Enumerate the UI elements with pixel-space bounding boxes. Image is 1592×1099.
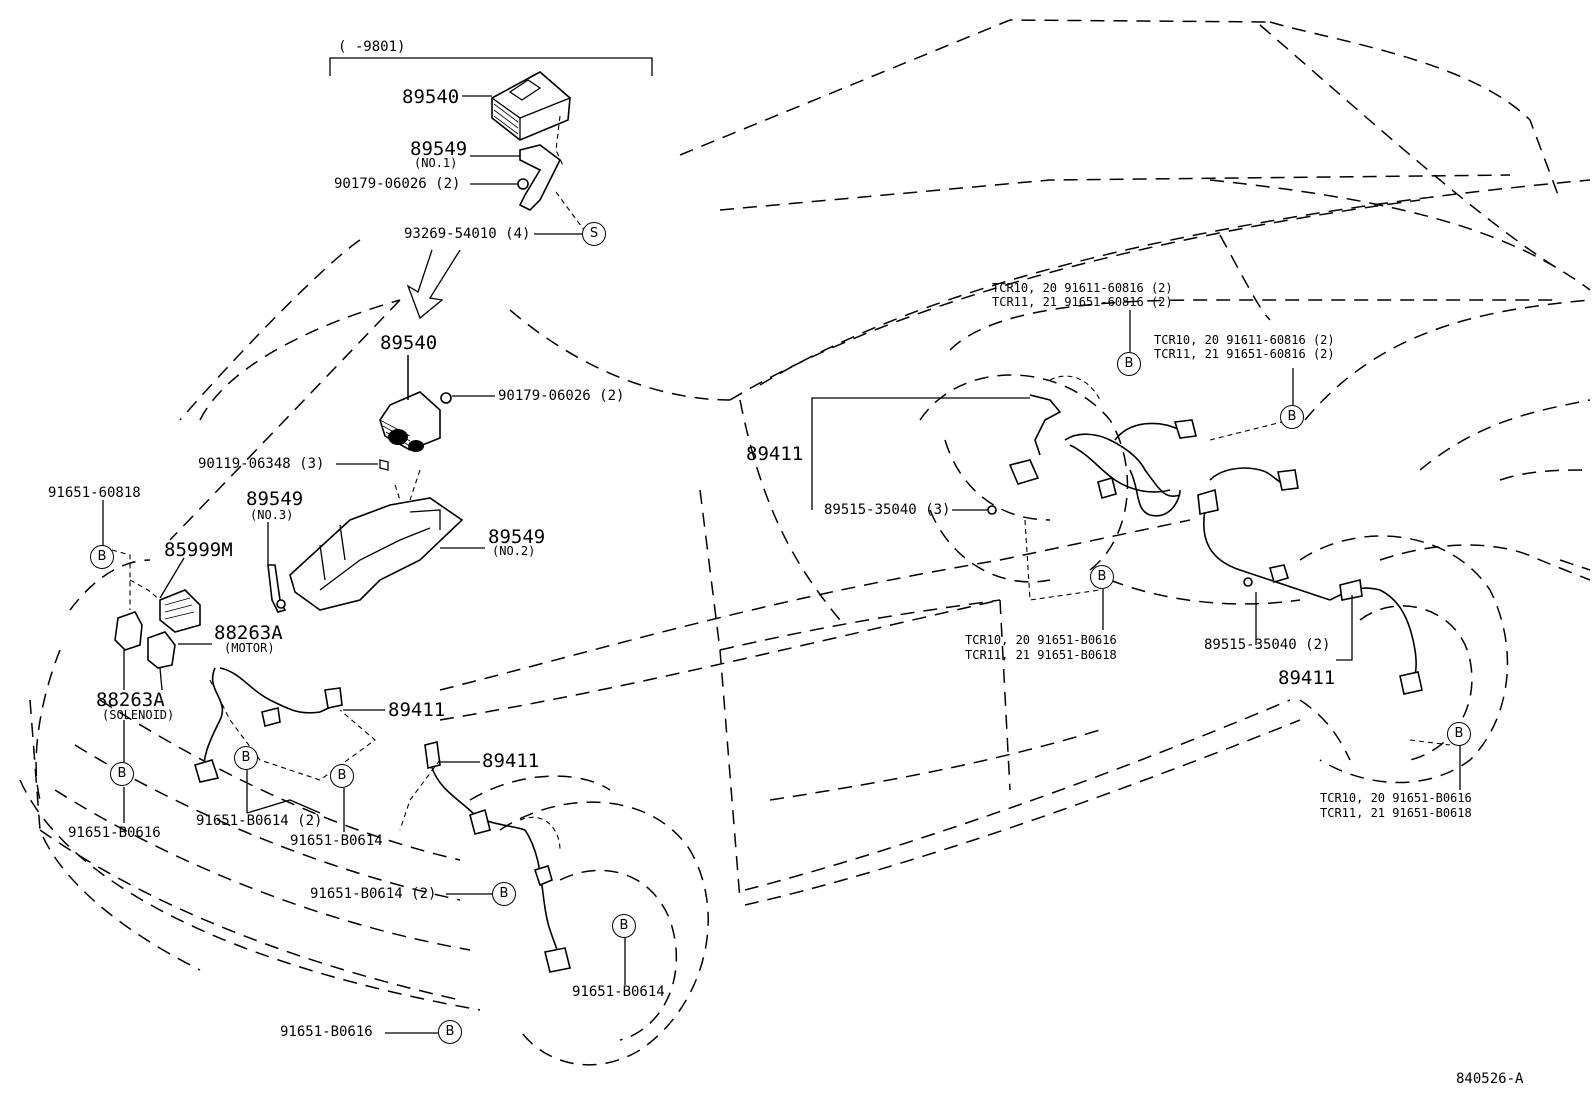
callout-b: B (234, 746, 258, 770)
label-clip-left-top: 91651-60818 (48, 485, 141, 501)
label-clip-rear-left: 89515-35040 (3) (824, 502, 951, 518)
label-sensor-fr: 89411 (482, 750, 540, 772)
label-relay-motor-note: (MOTOR) (224, 641, 275, 655)
label-screw-mid: 90179-06026 (2) (498, 388, 625, 404)
rear-left-sensor-wire (987, 375, 1197, 601)
label-rear-right-line1: TCR10, 20 91611-60816 (2) (1154, 333, 1335, 347)
label-bracket-no3: 89549 (246, 488, 304, 510)
label-bolt-b-single: 91651-B0614 (290, 833, 383, 849)
label-relay-solenoid: 88263A (96, 689, 165, 711)
label-rear-top-line2: TCR11, 21 91651-60816 (2) (992, 295, 1173, 309)
ecu-mid-drawing (267, 355, 464, 613)
label-bolt-b-pair: 91651-B0614 (2) (196, 813, 323, 829)
front-left-sensor-wire (194, 667, 376, 783)
callout-b: B (438, 1020, 462, 1044)
label-sensor-rear-right: 89411 (1278, 667, 1336, 689)
label-relay: 85999M (164, 539, 233, 561)
label-rear-mid-line1: TCR10, 20 91651-B0616 (965, 633, 1117, 647)
label-bracket-no1-note: (NO.1) (414, 156, 458, 170)
label-rear-top-line1: TCR10, 20 91611-60816 (2) (992, 281, 1173, 295)
label-bracket-no2: 89549 (488, 526, 546, 548)
label-bracket-no1: 89549 (410, 138, 468, 160)
front-right-sensor-wire (399, 741, 571, 973)
label-bolt-front-mid: 91651-B0614 (2) (310, 886, 437, 902)
callout-b: B (492, 882, 516, 906)
callout-b: B (612, 914, 636, 938)
label-bolt-front-wheel: 91651-B0614 (572, 984, 665, 1000)
callout-b: B (90, 545, 114, 569)
callout-s: S (582, 222, 606, 246)
relay-drawing (111, 549, 201, 691)
label-relay-solenoid-note: (SOLENOID) (102, 708, 175, 722)
label-bolt-mid: 90119-06348 (3) (198, 456, 325, 472)
label-rear-br-line2: TCR11, 21 91651-B0618 (1320, 806, 1472, 820)
label-ecu-mid: 89540 (380, 332, 438, 354)
callout-b: B (1117, 352, 1141, 376)
diagram-code: 840526-A (1456, 1071, 1524, 1087)
leader-lines (102, 95, 1461, 1034)
label-screw-top: 90179-06026 (2) (334, 176, 461, 192)
rear-right-sensor-wire (1197, 419, 1451, 746)
vehicle-outline (19, 19, 1591, 1066)
callout-b: B (110, 762, 134, 786)
callout-b: B (1447, 722, 1471, 746)
date-range-bracket (329, 57, 653, 76)
label-sensor-rear-left: 89411 (746, 443, 804, 465)
label-bolt-bl: 91651-B0616 (68, 825, 161, 841)
label-rear-mid-line2: TCR11, 21 91651-B0618 (965, 648, 1117, 662)
date-range-label: ( -9801) (338, 39, 406, 55)
label-rear-br-line1: TCR10, 20 91651-B0616 (1320, 791, 1472, 805)
label-rear-right-line2: TCR11, 21 91651-60816 (2) (1154, 347, 1335, 361)
label-ecu-top: 89540 (402, 86, 460, 108)
label-relay-motor: 88263A (214, 622, 283, 644)
ecu-top-drawing (491, 71, 585, 231)
assembly-arrow (406, 249, 461, 320)
label-bracket-no3-note: (NO.3) (250, 508, 294, 522)
callout-b: B (330, 764, 354, 788)
label-bolt-top: 93269-54010 (4) (404, 226, 531, 242)
callout-b: B (1280, 405, 1304, 429)
label-bolt-front-bottom: 91651-B0616 (280, 1024, 373, 1040)
callout-b: B (1090, 565, 1114, 589)
label-bracket-no2-note: (NO.2) (492, 544, 536, 558)
label-clip-rear-right: 89515-35040 (2) (1204, 637, 1331, 653)
label-sensor-fl: 89411 (388, 699, 446, 721)
